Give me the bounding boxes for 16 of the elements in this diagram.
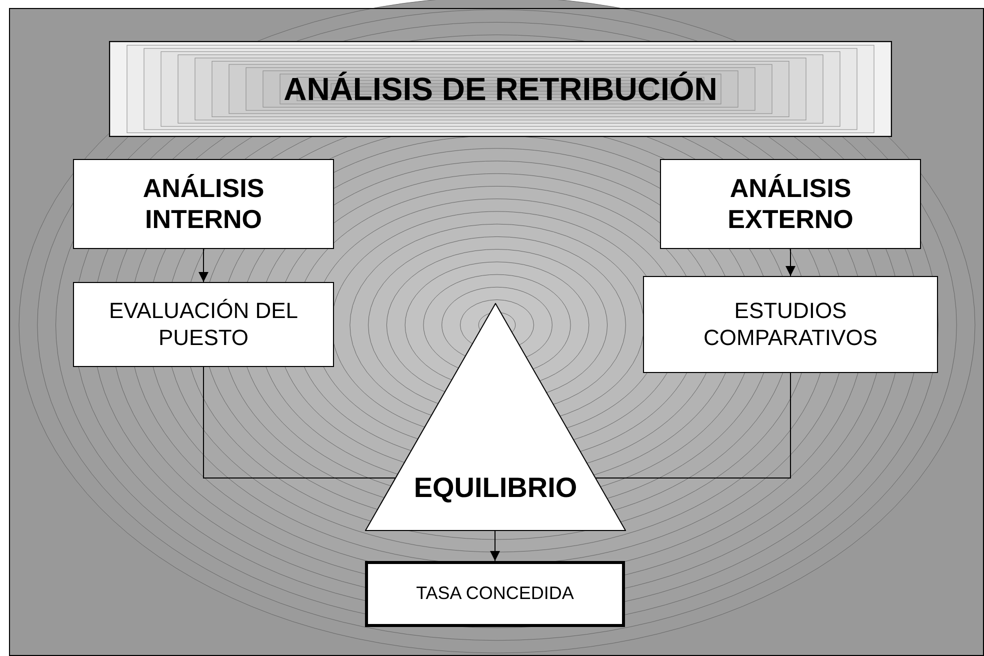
node-label: ESTUDIOS COMPARATIVOS	[702, 298, 878, 351]
process-box	[73, 159, 334, 249]
arrow	[198, 248, 208, 282]
result-box	[365, 561, 625, 627]
node-label: ANÁLISIS EXTERNO	[726, 172, 854, 236]
node-label: EVALUACIÓN DEL PUESTO	[108, 298, 300, 351]
process-box	[660, 159, 921, 249]
node-label: EQUILIBRIO	[412, 471, 578, 505]
arrow	[786, 248, 796, 276]
process-box	[643, 276, 938, 373]
arrow	[490, 530, 500, 562]
node-label: ANÁLISIS INTERNO	[142, 172, 266, 236]
node-label: TASA CONCEDIDA	[415, 583, 575, 605]
process-box	[73, 282, 334, 367]
title-banner	[109, 41, 892, 137]
banner-label: ANÁLISIS DE RETRIBUCIÓN	[282, 70, 718, 108]
